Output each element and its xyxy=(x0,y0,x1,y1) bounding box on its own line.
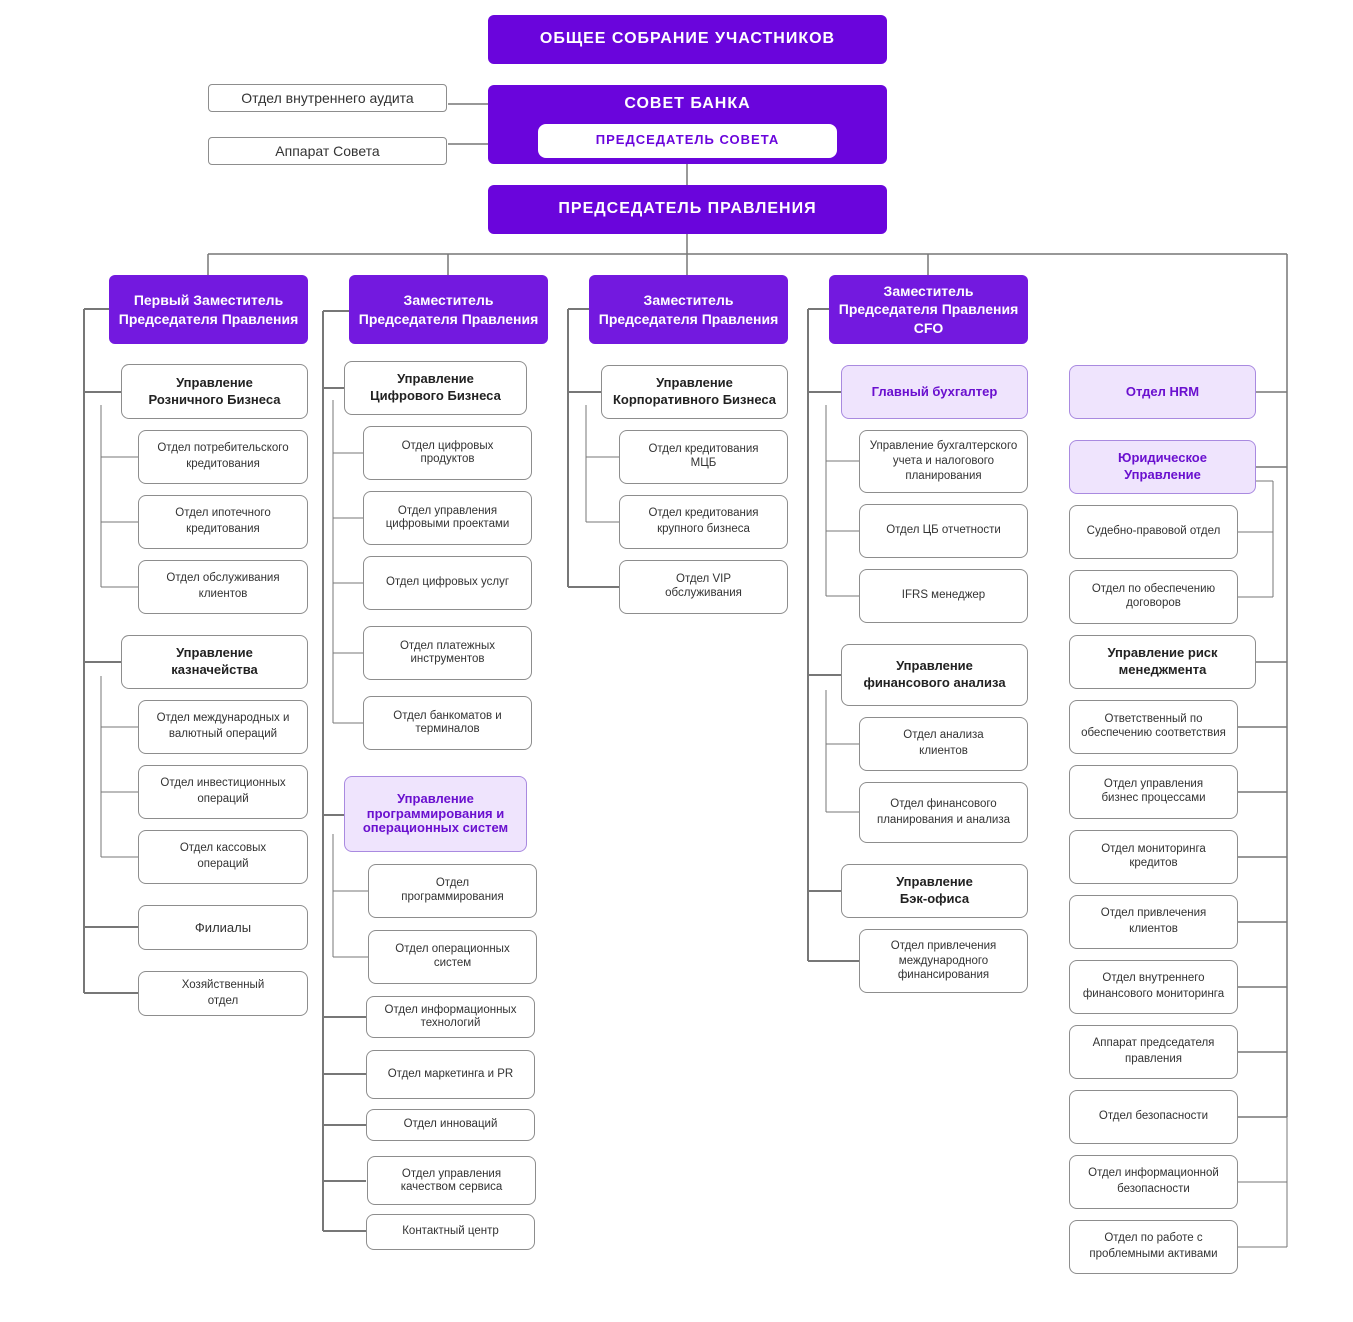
first-deputy-chairman: Первый Заместитель Председателя Правлени… xyxy=(109,275,308,344)
info-security-dept: Отдел информационной безопасности xyxy=(1069,1155,1238,1209)
chief-accountant: Главный бухгалтер xyxy=(841,365,1028,419)
large-business-lending-dept: Отдел кредитования крупного бизнеса xyxy=(619,495,788,549)
digital-products-dept: Отдел цифровых продуктов xyxy=(363,426,532,480)
back-office-management: Управление Бэк-офиса xyxy=(841,864,1028,918)
smb-lending-dept: Отдел кредитования МЦБ xyxy=(619,430,788,484)
marketing-pr-dept: Отдел маркетинга и PR xyxy=(366,1050,535,1099)
innovation-dept: Отдел инноваций xyxy=(366,1109,535,1141)
deputy-chairman-cfo: Заместитель Председателя Правления CFO xyxy=(829,275,1028,344)
deputy-chairman-corporate: Заместитель Председателя Правления xyxy=(589,275,788,344)
mortgage-lending-dept: Отдел ипотечного кредитования xyxy=(138,495,308,549)
branches: Филиалы xyxy=(138,905,308,950)
financial-analysis-management: Управление финансового анализа xyxy=(841,644,1028,706)
internal-audit-box: Отдел внутреннего аудита xyxy=(208,84,447,112)
client-analysis-dept: Отдел анализа клиентов xyxy=(859,717,1028,771)
administrative-dept: Хозяйственный отдел xyxy=(138,971,308,1016)
financial-planning-analysis-dept: Отдел финансового планирования и анализа xyxy=(859,782,1028,843)
compliance-officer: Ответственный по обеспечению соответстви… xyxy=(1069,700,1238,754)
contract-support-dept: Отдел по обеспечению договоров xyxy=(1069,570,1238,624)
vip-service-dept: Отдел VIP обслуживания xyxy=(619,560,788,614)
general-meeting: ОБЩЕЕ СОБРАНИЕ УЧАСТНИКОВ xyxy=(488,15,887,64)
retail-business-management: Управление Розничного Бизнеса xyxy=(121,364,308,419)
digital-services-dept: Отдел цифровых услуг xyxy=(363,556,532,610)
treasury-management: Управление казначейства xyxy=(121,635,308,689)
legal-management: Юридическое Управление xyxy=(1069,440,1256,494)
problem-assets-dept: Отдел по работе с проблемными активами xyxy=(1069,1220,1238,1274)
security-dept: Отдел безопасности xyxy=(1069,1090,1238,1144)
council-apparatus-box: Аппарат Совета xyxy=(208,137,447,165)
judicial-legal-dept: Судебно-правовой отдел xyxy=(1069,505,1238,559)
international-financing-dept: Отдел привлечения международного финанси… xyxy=(859,929,1028,993)
cash-ops-dept: Отдел кассовых операций xyxy=(138,830,308,884)
service-quality-dept: Отдел управления качеством сервиса xyxy=(367,1156,536,1205)
programming-dept: Отдел программирования xyxy=(368,864,537,918)
consumer-lending-dept: Отдел потребительского кредитования xyxy=(138,430,308,484)
international-currency-ops-dept: Отдел международных и валютный операций xyxy=(138,700,308,754)
hrm-dept: Отдел HRM xyxy=(1069,365,1256,419)
ifrs-manager: IFRS менеджер xyxy=(859,569,1028,623)
programming-systems-management: Управление программирования и опера­цион… xyxy=(344,776,527,852)
bank-council-title: СОВЕТ БАНКА xyxy=(624,95,751,112)
financial-monitoring-dept: Отдел внутреннего финансового мониторинг… xyxy=(1069,960,1238,1014)
it-dept: Отдел информационных технологий xyxy=(366,996,535,1038)
contact-center: Контактный центр xyxy=(366,1214,535,1250)
council-chairman: ПРЕДСЕДАТЕЛЬ СОВЕТА xyxy=(538,123,837,158)
chairman-apparatus: Аппарат председателя правления xyxy=(1069,1025,1238,1079)
customer-service-dept: Отдел обслуживания клиентов xyxy=(138,560,308,614)
investment-ops-dept: Отдел инвестиционных операций xyxy=(138,765,308,819)
cb-reporting-dept: Отдел ЦБ отчетности xyxy=(859,504,1028,558)
accounting-tax-planning-management: Управление бухгалтерского учета и налого… xyxy=(859,430,1028,493)
business-process-dept: Отдел управления бизнес процессами xyxy=(1069,765,1238,819)
loan-monitoring-dept: Отдел мониторинга кредитов xyxy=(1069,830,1238,884)
risk-management: Управление риск менеджмента xyxy=(1069,635,1256,689)
client-acquisition-dept: Отдел привлечения клиентов xyxy=(1069,895,1238,949)
payment-instruments-dept: Отдел платежных инструментов xyxy=(363,626,532,680)
board-chairman: ПРЕДСЕДАТЕЛЬ ПРАВЛЕНИЯ xyxy=(488,185,887,234)
bank-council: СОВЕТ БАНКА ПРЕДСЕДАТЕЛЬ СОВЕТА xyxy=(488,85,887,164)
atm-terminals-dept: Отдел банкоматов и терминалов xyxy=(363,696,532,750)
digital-projects-dept: Отдел управления цифровыми проектами xyxy=(363,491,532,545)
deputy-chairman-digital: Заместитель Председателя Правления xyxy=(349,275,548,344)
operating-systems-dept: Отдел операционных систем xyxy=(368,930,537,984)
digital-business-management: Управление Цифрового Бизнеса xyxy=(344,361,527,415)
corporate-business-management: Управление Корпоративного Бизнеса xyxy=(601,365,788,419)
